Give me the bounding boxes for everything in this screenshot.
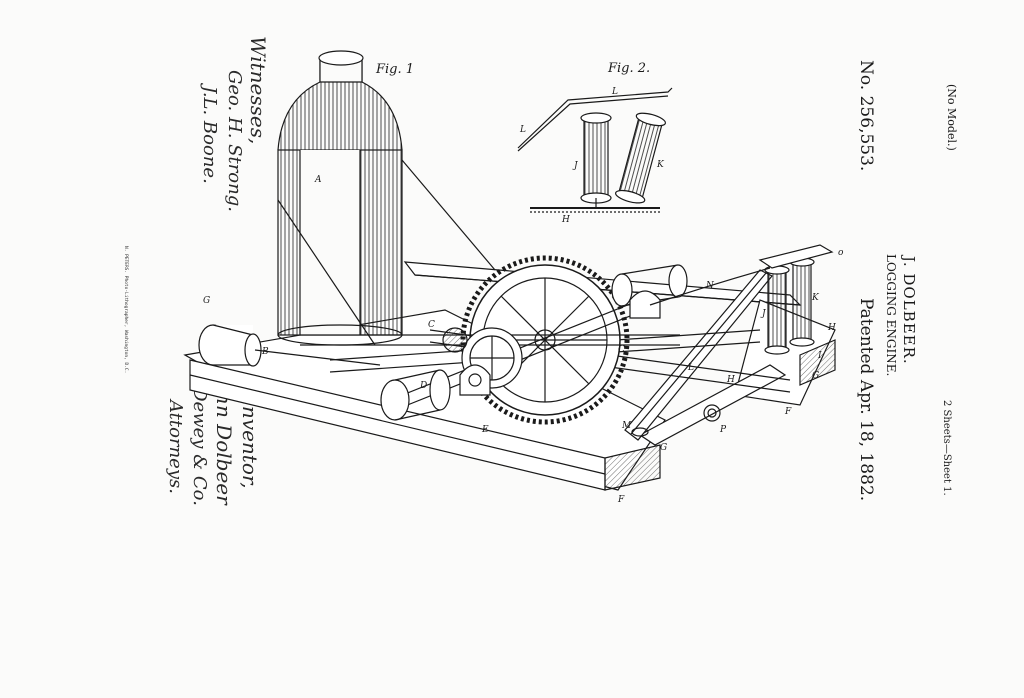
part-label-D: D <box>419 381 427 391</box>
part-label-J: J <box>760 309 767 319</box>
part-label-N: N <box>705 281 715 291</box>
figure-1-drawing <box>183 50 836 491</box>
figure-2-labels: Fig. 2. L L J K H <box>519 61 665 225</box>
part-label-H-2: H <box>827 323 836 333</box>
fig2-label-J: J <box>572 161 579 171</box>
figure-2-drawing <box>517 87 673 213</box>
part-label-C: C <box>618 345 625 355</box>
fig2-caption: Fig. 2. <box>607 61 650 76</box>
part-label-P: P <box>719 425 727 435</box>
part-label-A: A <box>314 175 322 185</box>
part-label-K: K <box>811 293 820 303</box>
part-label-F: F <box>617 495 625 505</box>
part-label-O: o <box>838 248 844 258</box>
part-label-E: E <box>481 425 489 435</box>
part-label-B: B <box>261 347 269 357</box>
part-label-H: H <box>726 375 735 385</box>
part-label-M: M <box>621 421 632 431</box>
part-label-I: I <box>817 351 822 361</box>
fig2-label-H: H <box>561 215 570 225</box>
fig1-caption: Fig. 1 <box>375 62 414 77</box>
part-label-C-prime: C <box>428 320 435 330</box>
part-label-G-2: G <box>660 443 667 453</box>
fig2-label-K: K <box>656 160 665 170</box>
part-label-L: L <box>687 363 694 373</box>
part-label-G-3: G <box>812 371 819 381</box>
fig2-label-L-2: L <box>519 125 526 135</box>
part-label-F-prime: F <box>784 407 792 417</box>
figure-1-labels: Fig. 1 A B C C D E F F G G G H H I J K L… <box>203 62 844 505</box>
fig2-label-L: L <box>611 87 618 97</box>
part-label-G: G <box>203 296 210 306</box>
